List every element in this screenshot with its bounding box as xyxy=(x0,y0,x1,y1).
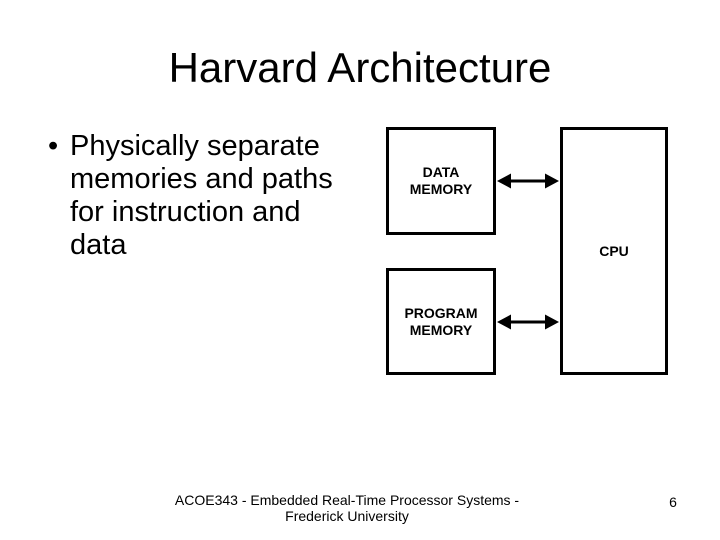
cpu-label: CPU xyxy=(599,242,629,259)
bullet-item: • Physically separate memories and paths… xyxy=(48,130,348,262)
double-arrow-icon xyxy=(497,314,559,330)
slide-title: Harvard Architecture xyxy=(168,44,552,91)
program-memory-box: PROGRAM MEMORY xyxy=(386,268,496,375)
footer-text: ACOE343 - Embedded Real-Time Processor S… xyxy=(174,492,520,524)
data-memory-label: DATA MEMORY xyxy=(409,164,473,197)
program-memory-label: PROGRAM MEMORY xyxy=(404,304,478,338)
bullet-text: Physically separate memories and paths f… xyxy=(70,130,333,261)
slide-number: 6 xyxy=(669,494,677,510)
data-memory-box: DATA MEMORY xyxy=(386,127,496,235)
cpu-box: CPU xyxy=(560,127,668,375)
double-arrow-icon xyxy=(497,173,559,189)
bullet-marker: • xyxy=(48,130,59,162)
